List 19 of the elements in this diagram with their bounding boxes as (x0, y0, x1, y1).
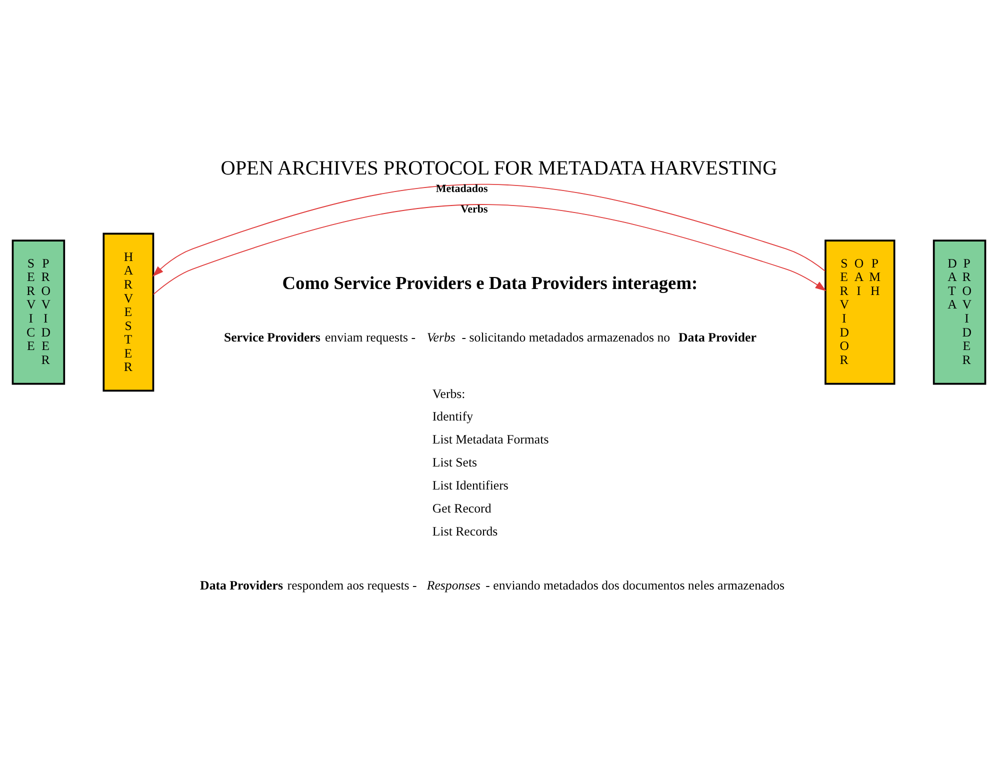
label: Data Providers respondem aos requests - Responses - enviando metadados dos documentos neles armazenados (200, 578, 785, 592)
node-box: DATA PROVIDER (932, 239, 986, 384)
diagram-title: OPEN ARCHIVES PROTOCOL FOR METADATA HARVESTING (220, 157, 778, 180)
label: List Metadata Formats (432, 432, 549, 446)
node-box: SERVIDOR OAI PMH (824, 239, 896, 384)
label: List Sets (432, 455, 478, 470)
label: Get Record (432, 501, 492, 516)
label: List Identifiers (432, 478, 508, 492)
node-box: HARVESTER (102, 232, 154, 392)
edge-label: Verbs (460, 202, 488, 215)
arrow (153, 204, 826, 294)
label: Identify (432, 409, 474, 424)
label: Service Providers enviam requests - Verbs - solicitando metadados armazenados no Data Provider (224, 330, 756, 344)
label: List Records (432, 524, 498, 538)
node-box: SERVICE PROVIDER (12, 239, 66, 384)
label: Verbs: (432, 386, 466, 400)
arrow (152, 183, 826, 276)
label: Como Service Providers e Data Providers interagem: (282, 272, 698, 293)
edge-label: Metadados (436, 182, 488, 195)
